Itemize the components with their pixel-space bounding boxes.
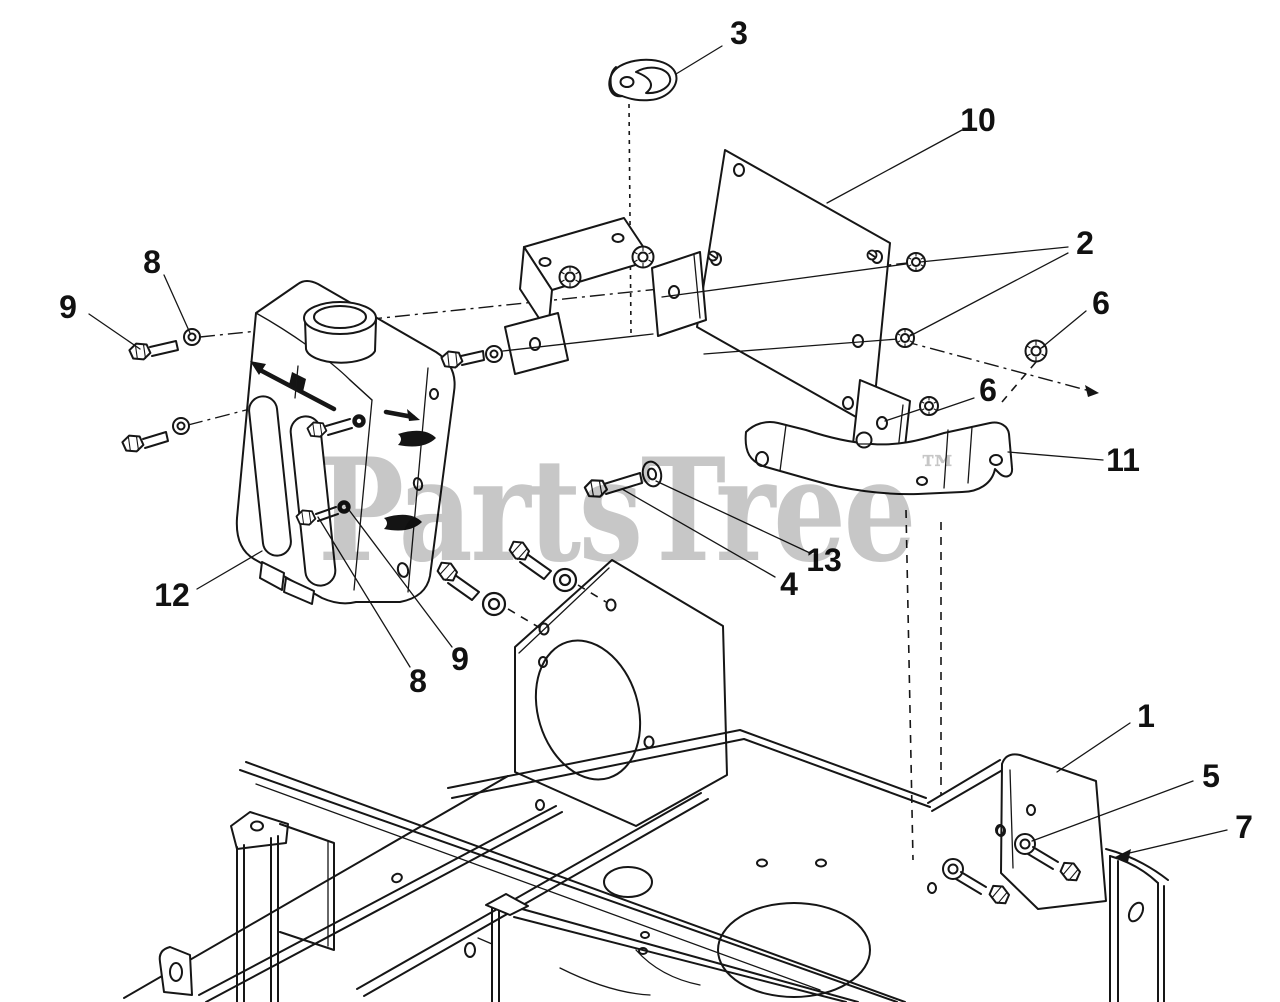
engine-plate <box>514 559 728 827</box>
bolt-below-tank-a <box>433 557 507 617</box>
callout-9-a: 9 <box>59 289 77 325</box>
callout-4: 4 <box>780 566 798 602</box>
center-post <box>464 893 859 1002</box>
bolt-5-set-a <box>1014 833 1085 886</box>
bracket-bolt <box>439 348 485 371</box>
bolt-9-upper <box>127 340 179 363</box>
flange-nut-6-lower <box>919 396 939 416</box>
callout-8-a: 8 <box>143 244 161 280</box>
bolt-below-tank-b <box>505 536 578 593</box>
bracket-nut-b <box>631 245 655 269</box>
watermark-text: PartsTree <box>318 428 914 594</box>
callout-9-b: 9 <box>451 641 469 677</box>
callout-2: 2 <box>1076 225 1094 261</box>
bolt-9-lower <box>120 431 169 455</box>
panel-plate-10 <box>651 149 911 466</box>
upper-mounting-bracket <box>504 217 653 375</box>
bolt-4 <box>582 472 643 501</box>
pan-screw-b <box>866 249 878 261</box>
bracket-nut-a <box>558 265 582 289</box>
washer-8-lower <box>172 417 190 435</box>
left-tab-bracket <box>158 946 193 996</box>
callout-1: 1 <box>1137 698 1155 734</box>
callout-5: 5 <box>1202 758 1220 794</box>
hardware <box>120 245 1085 909</box>
engine-plate-large-hole <box>534 639 642 781</box>
pan-screw-a <box>707 250 719 262</box>
callout-6-b: 6 <box>979 372 997 408</box>
flange-nut-2b <box>895 328 915 348</box>
carriage-bolt <box>855 431 873 449</box>
callout-7: 7 <box>1235 809 1253 845</box>
bracket-washer <box>485 345 503 363</box>
level-indicator <box>250 361 420 421</box>
watermark-trademark: ™ <box>918 447 958 494</box>
callout-6-a: 6 <box>1092 285 1110 321</box>
deck-holes <box>603 858 871 998</box>
callout-13: 13 <box>806 542 842 578</box>
flange-nut-6-upper <box>1024 339 1048 363</box>
bolt-5-set-b <box>942 858 1014 909</box>
support-bracket-11 <box>744 421 1014 496</box>
callout-11: 11 <box>1106 442 1140 478</box>
tank-bolt-upper <box>305 414 366 440</box>
reservoir-tank-12 <box>235 280 456 605</box>
centerlines-front <box>502 263 1099 861</box>
tank-bolt-lower <box>294 500 351 528</box>
callout-numbers: 3 10 2 6 6 11 9 8 12 8 9 13 4 1 5 7 <box>59 15 1253 845</box>
callout-3: 3 <box>730 15 748 51</box>
filler-neck <box>303 301 377 364</box>
frame-chassis <box>123 559 1169 1002</box>
callout-10: 10 <box>960 102 996 138</box>
frame-rails <box>123 729 1007 1002</box>
right-corner-channel <box>1105 848 1169 1002</box>
washer-8-upper <box>183 328 201 346</box>
left-channel-bracket <box>230 811 335 1002</box>
callout-leaders <box>88 45 1228 862</box>
washer-13 <box>641 460 663 488</box>
callout-8-b: 8 <box>409 663 427 699</box>
watermark: PartsTree ™ <box>318 428 958 594</box>
support-plate-1 <box>927 753 1107 910</box>
cable-clamp-3 <box>608 58 678 102</box>
callout-12: 12 <box>154 577 190 613</box>
